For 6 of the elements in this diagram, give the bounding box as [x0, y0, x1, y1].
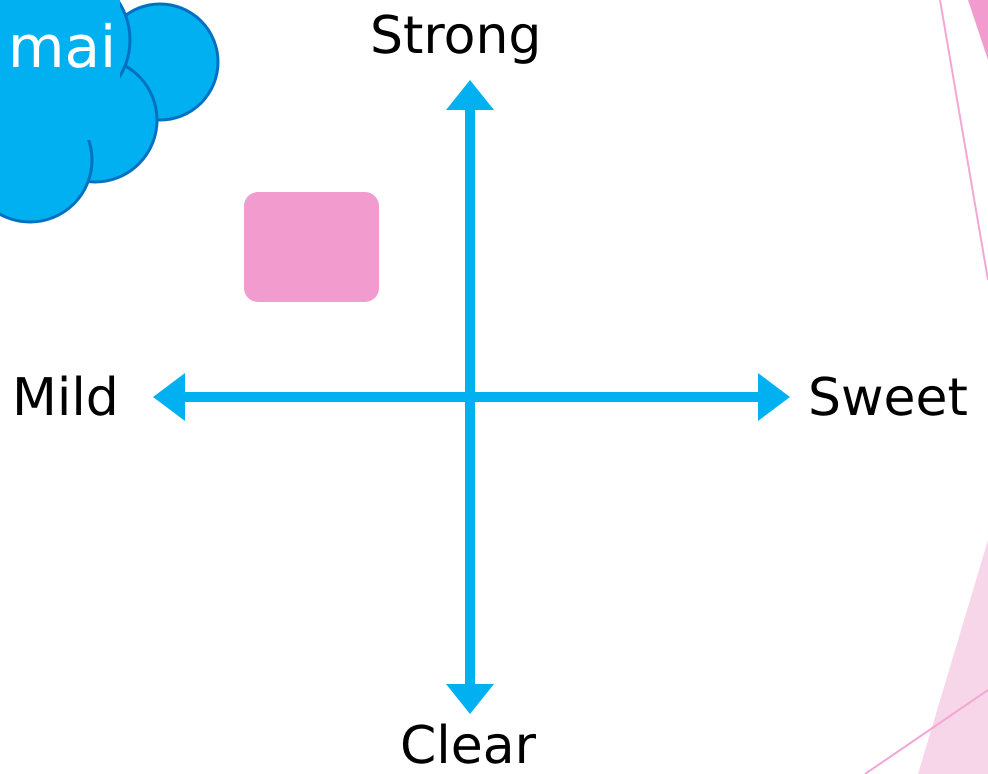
axis-label: Sweet — [808, 372, 968, 424]
axis-label: Mild — [12, 372, 119, 424]
cloud-text: mai — [8, 18, 116, 76]
empty-box — [244, 192, 379, 302]
axis-label: Strong — [370, 10, 542, 62]
axis-label: Clear — [400, 720, 536, 772]
